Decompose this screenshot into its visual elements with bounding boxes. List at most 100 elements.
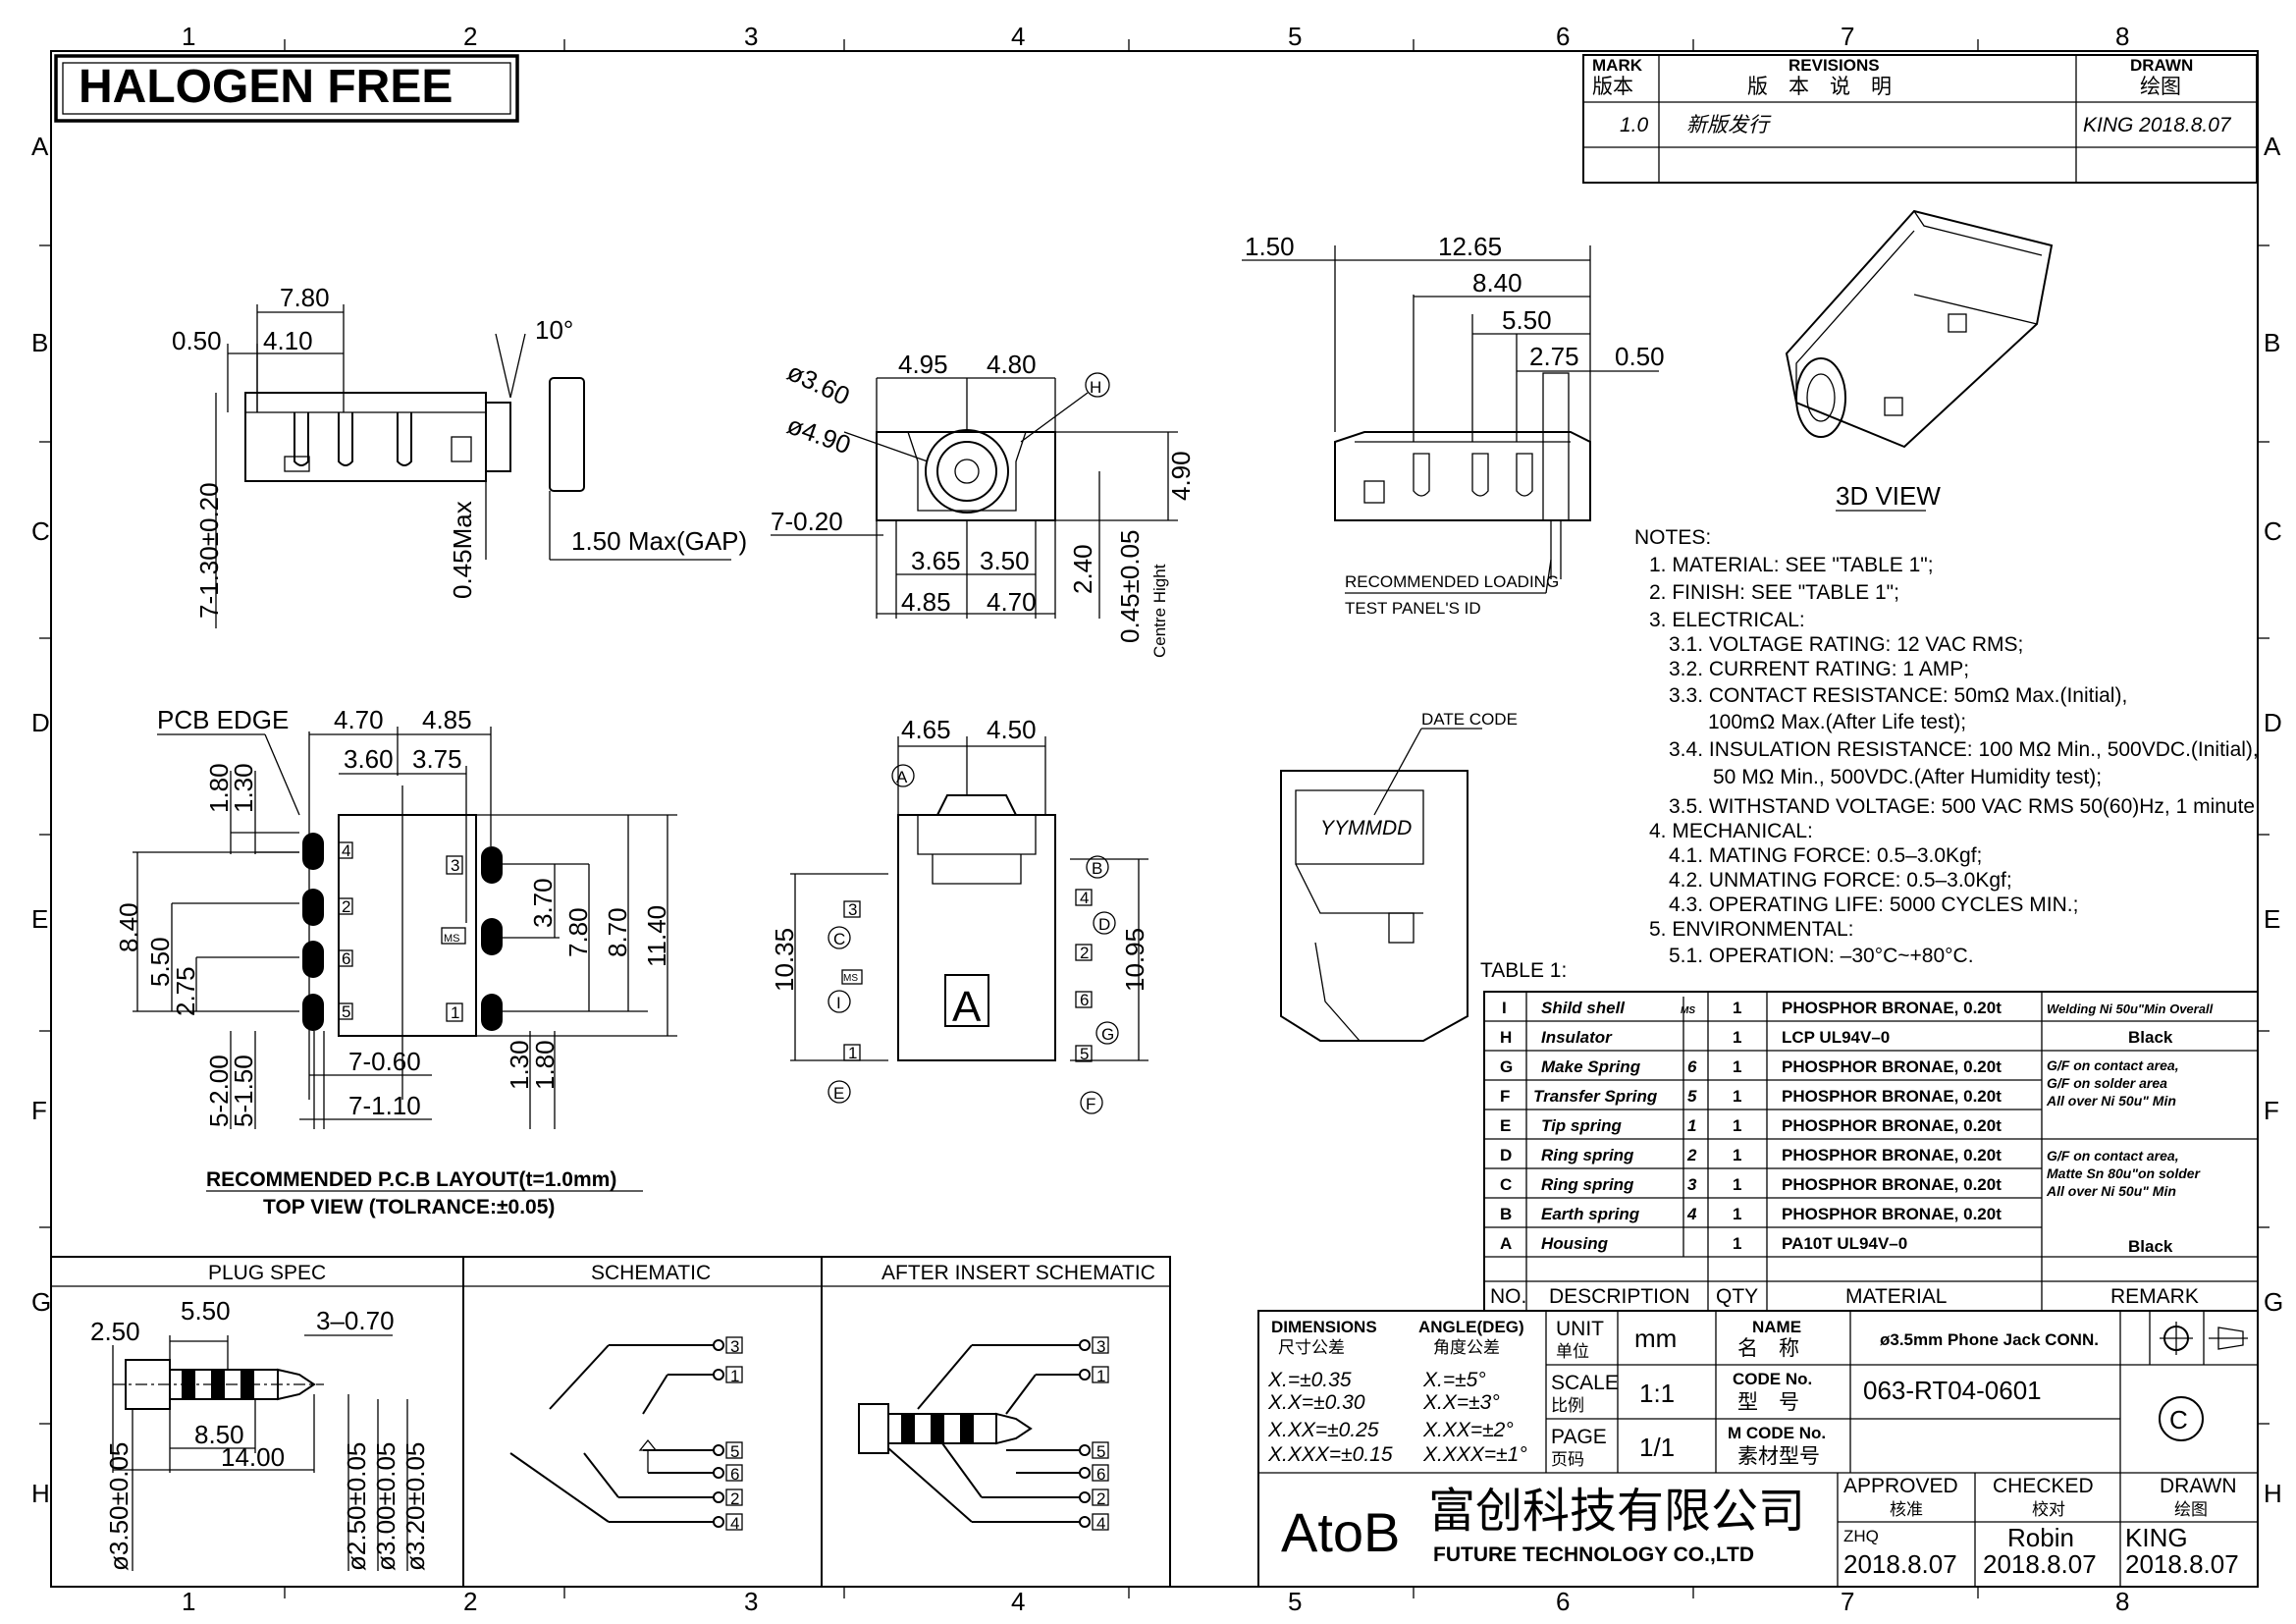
side-view: 7.80 0.50 4.10 10° 7-1.30±0.20 0.45Max 1… [172,283,747,628]
tb-code-label: CODE No. [1733,1370,1812,1388]
sch-pin-1: 1 [730,1367,739,1385]
rev-drawn-value: KING 2018.8.07 [2083,114,2232,136]
after-pin-1: 1 [1096,1367,1105,1385]
tb-checked-cn: 校对 [2032,1500,2065,1519]
t1-h-qty: QTY [1716,1285,1758,1308]
sch-pin-6: 6 [730,1465,739,1484]
bottom-label-a: A [896,768,908,786]
rev-drawn-header-cn: 绘图 [2140,76,2181,98]
grid-col-5b: 5 [1288,1587,1302,1616]
t1-mat-g: PHOSPHOR BRONAE, 0.20t [1782,1057,2002,1076]
sheet-border [50,50,2259,1588]
tb-copyright: C [2169,1405,2188,1435]
plug-dim-2-50: 2.50 [90,1317,140,1346]
front-dim-d4-90: ø4.90 [783,409,855,460]
pcb-dim-7-80: 7.80 [563,907,593,957]
note-line-2: 2. FINISH: SEE "TABLE 1"; [1649,581,1899,604]
bottom-label-d: D [1098,915,1110,934]
revision-block: MARK 版本 REVISIONS 版 本 说 明 DRAWN 绘图 1.0 新… [1582,54,2258,184]
t1-mat-b: PHOSPHOR BRONAE, 0.20t [1782,1205,2002,1223]
pad-5 [302,994,324,1031]
grid-row-f-r: F [2264,1096,2279,1125]
pcb-dim-3-60: 3.60 [344,744,394,774]
top-dim-1-50: 1.50 [1245,232,1295,261]
t1-h-rem: REMARK [2110,1285,2199,1308]
bottom-pin-1: 1 [848,1044,857,1062]
pad-2 [302,889,324,926]
after-pin-3: 3 [1096,1337,1105,1356]
t1-rem-a: Black [2128,1237,2173,1256]
note-line-13: 4.2. UNMATING FORCE: 0.5–3.0Kgf; [1669,869,2012,892]
tb-ang-2: X.XX=±2° [1422,1419,1514,1441]
t1-mat-c: PHOSPHOR BRONAE, 0.20t [1782,1175,2002,1194]
top-dim-5-50: 5.50 [1502,305,1552,335]
rev-mark-value: 1.0 [1620,114,1649,136]
bottom-pin-ms: MS [843,973,858,984]
tb-checked-label: CHECKED [1993,1475,2094,1497]
bottom-label-f: F [1086,1095,1095,1113]
bottom-dim-10-95: 10.95 [1120,928,1149,992]
tb-mcode-label: M CODE No. [1728,1424,1826,1442]
note-line-15: 5. ENVIRONMENTAL: [1649,918,1853,941]
tb-drawn-cn: 绘图 [2174,1500,2208,1519]
rev-mark-header-cn: 版本 [1592,76,1633,98]
pcb-pin-4: 4 [342,841,350,860]
side-dim-4-10: 4.10 [263,326,313,355]
front-dim-0-45: 0.45±0.05 [1115,530,1145,643]
t1-rem-g1-2: All over Ni 50u" Min [2046,1093,2176,1109]
pcb-pin-1: 1 [451,1003,459,1022]
after-pin-2: 2 [1096,1489,1105,1508]
front-dim-d3-60: ø3.60 [782,356,854,410]
rev-mark-header: MARK [1592,56,1643,75]
tb-approved-cn: 核准 [1890,1500,1923,1519]
t1-rem-i: Welding Ni 50u"Min Overall [2047,1001,2214,1016]
t1-tag-i: MS [1681,1005,1695,1016]
note-line-8: 3.4. INSULATION RESISTANCE: 100 MΩ Min.,… [1669,738,2259,761]
grid-col-6b: 6 [1556,1587,1570,1616]
t1-mat-i: PHOSPHOR BRONAE, 0.20t [1782,999,2002,1017]
note-line-9: 50 MΩ Min., 500VDC.(After Humidity test)… [1713,766,2102,788]
bottom-pin-4: 4 [1080,889,1089,907]
tb-checked-date: 2018.8.07 [1983,1549,2097,1579]
plug-spec: 2.50 5.50 3–0.70 8.50 14.00 ø3.50±0.05 ø… [90,1296,430,1571]
pad-6 [302,941,324,978]
plug-dim-14-00: 14.00 [221,1442,285,1472]
grid-col-7b: 7 [1841,1587,1854,1616]
grid-col-5: 5 [1288,22,1302,51]
pad-4 [302,833,324,870]
pcb-pin-ms: MS [444,933,460,945]
tb-ang-title: ANGLE(DEG) [1418,1318,1524,1336]
front-label-h: H [1090,378,1101,397]
tb-name-label: NAME [1752,1318,1801,1336]
grid-col-1: 1 [182,22,195,51]
tb-ang-3: X.XXX=±1° [1422,1443,1527,1466]
top-dim-0-50: 0.50 [1615,342,1665,371]
tb-tol-0: X.=±0.35 [1267,1369,1352,1391]
pcb-dim-8-40: 8.40 [114,902,143,952]
after-pin-4: 4 [1096,1514,1105,1533]
front-dim-7-0-20: 7-0.20 [771,507,843,536]
front-view: 4.95 4.80 ø3.60 ø4.90 H 7-0.20 3.65 3.50… [771,350,1196,658]
table-caption: TABLE 1: [1480,959,1567,982]
tb-page-label: PAGE [1551,1426,1607,1448]
pcb-pin-6: 6 [342,949,350,968]
view-3d: 3D VIEW [1785,209,2054,512]
note-line-1: 1. MATERIAL: SEE "TABLE 1"; [1649,554,1934,576]
t1-qty-c: 1 [1733,1175,1741,1194]
pad-ms [481,918,503,955]
tb-page-cn: 页码 [1551,1450,1584,1469]
tb-mcode-cn: 素材型号 [1737,1445,1820,1468]
pcb-dim-1-80b: 1.80 [530,1040,560,1090]
t1-tag-b: 4 [1686,1205,1697,1223]
note-line-3: 3. ELECTRICAL: [1649,609,1805,631]
side-dim-angle: 10° [535,315,573,345]
pcb-dim-2-75: 2.75 [171,966,200,1016]
grid-row-c-r: C [2264,516,2282,546]
front-dim-centre: Centre Hight [1150,564,1169,658]
note-line-6: 3.3. CONTACT RESISTANCE: 50mΩ Max.(Initi… [1669,684,2127,707]
front-dim-4-95: 4.95 [898,350,948,379]
note-line-4: 3.1. VOLTAGE RATING: 12 VAC RMS; [1669,633,2023,656]
bottom-view: A 4.65 4.50 10.35 10.95 A B C D E F G I … [770,715,1149,1114]
t1-mat-e: PHOSPHOR BRONAE, 0.20t [1782,1116,2002,1135]
pcb-dim-5-1-50: 5-1.50 [229,1055,258,1127]
